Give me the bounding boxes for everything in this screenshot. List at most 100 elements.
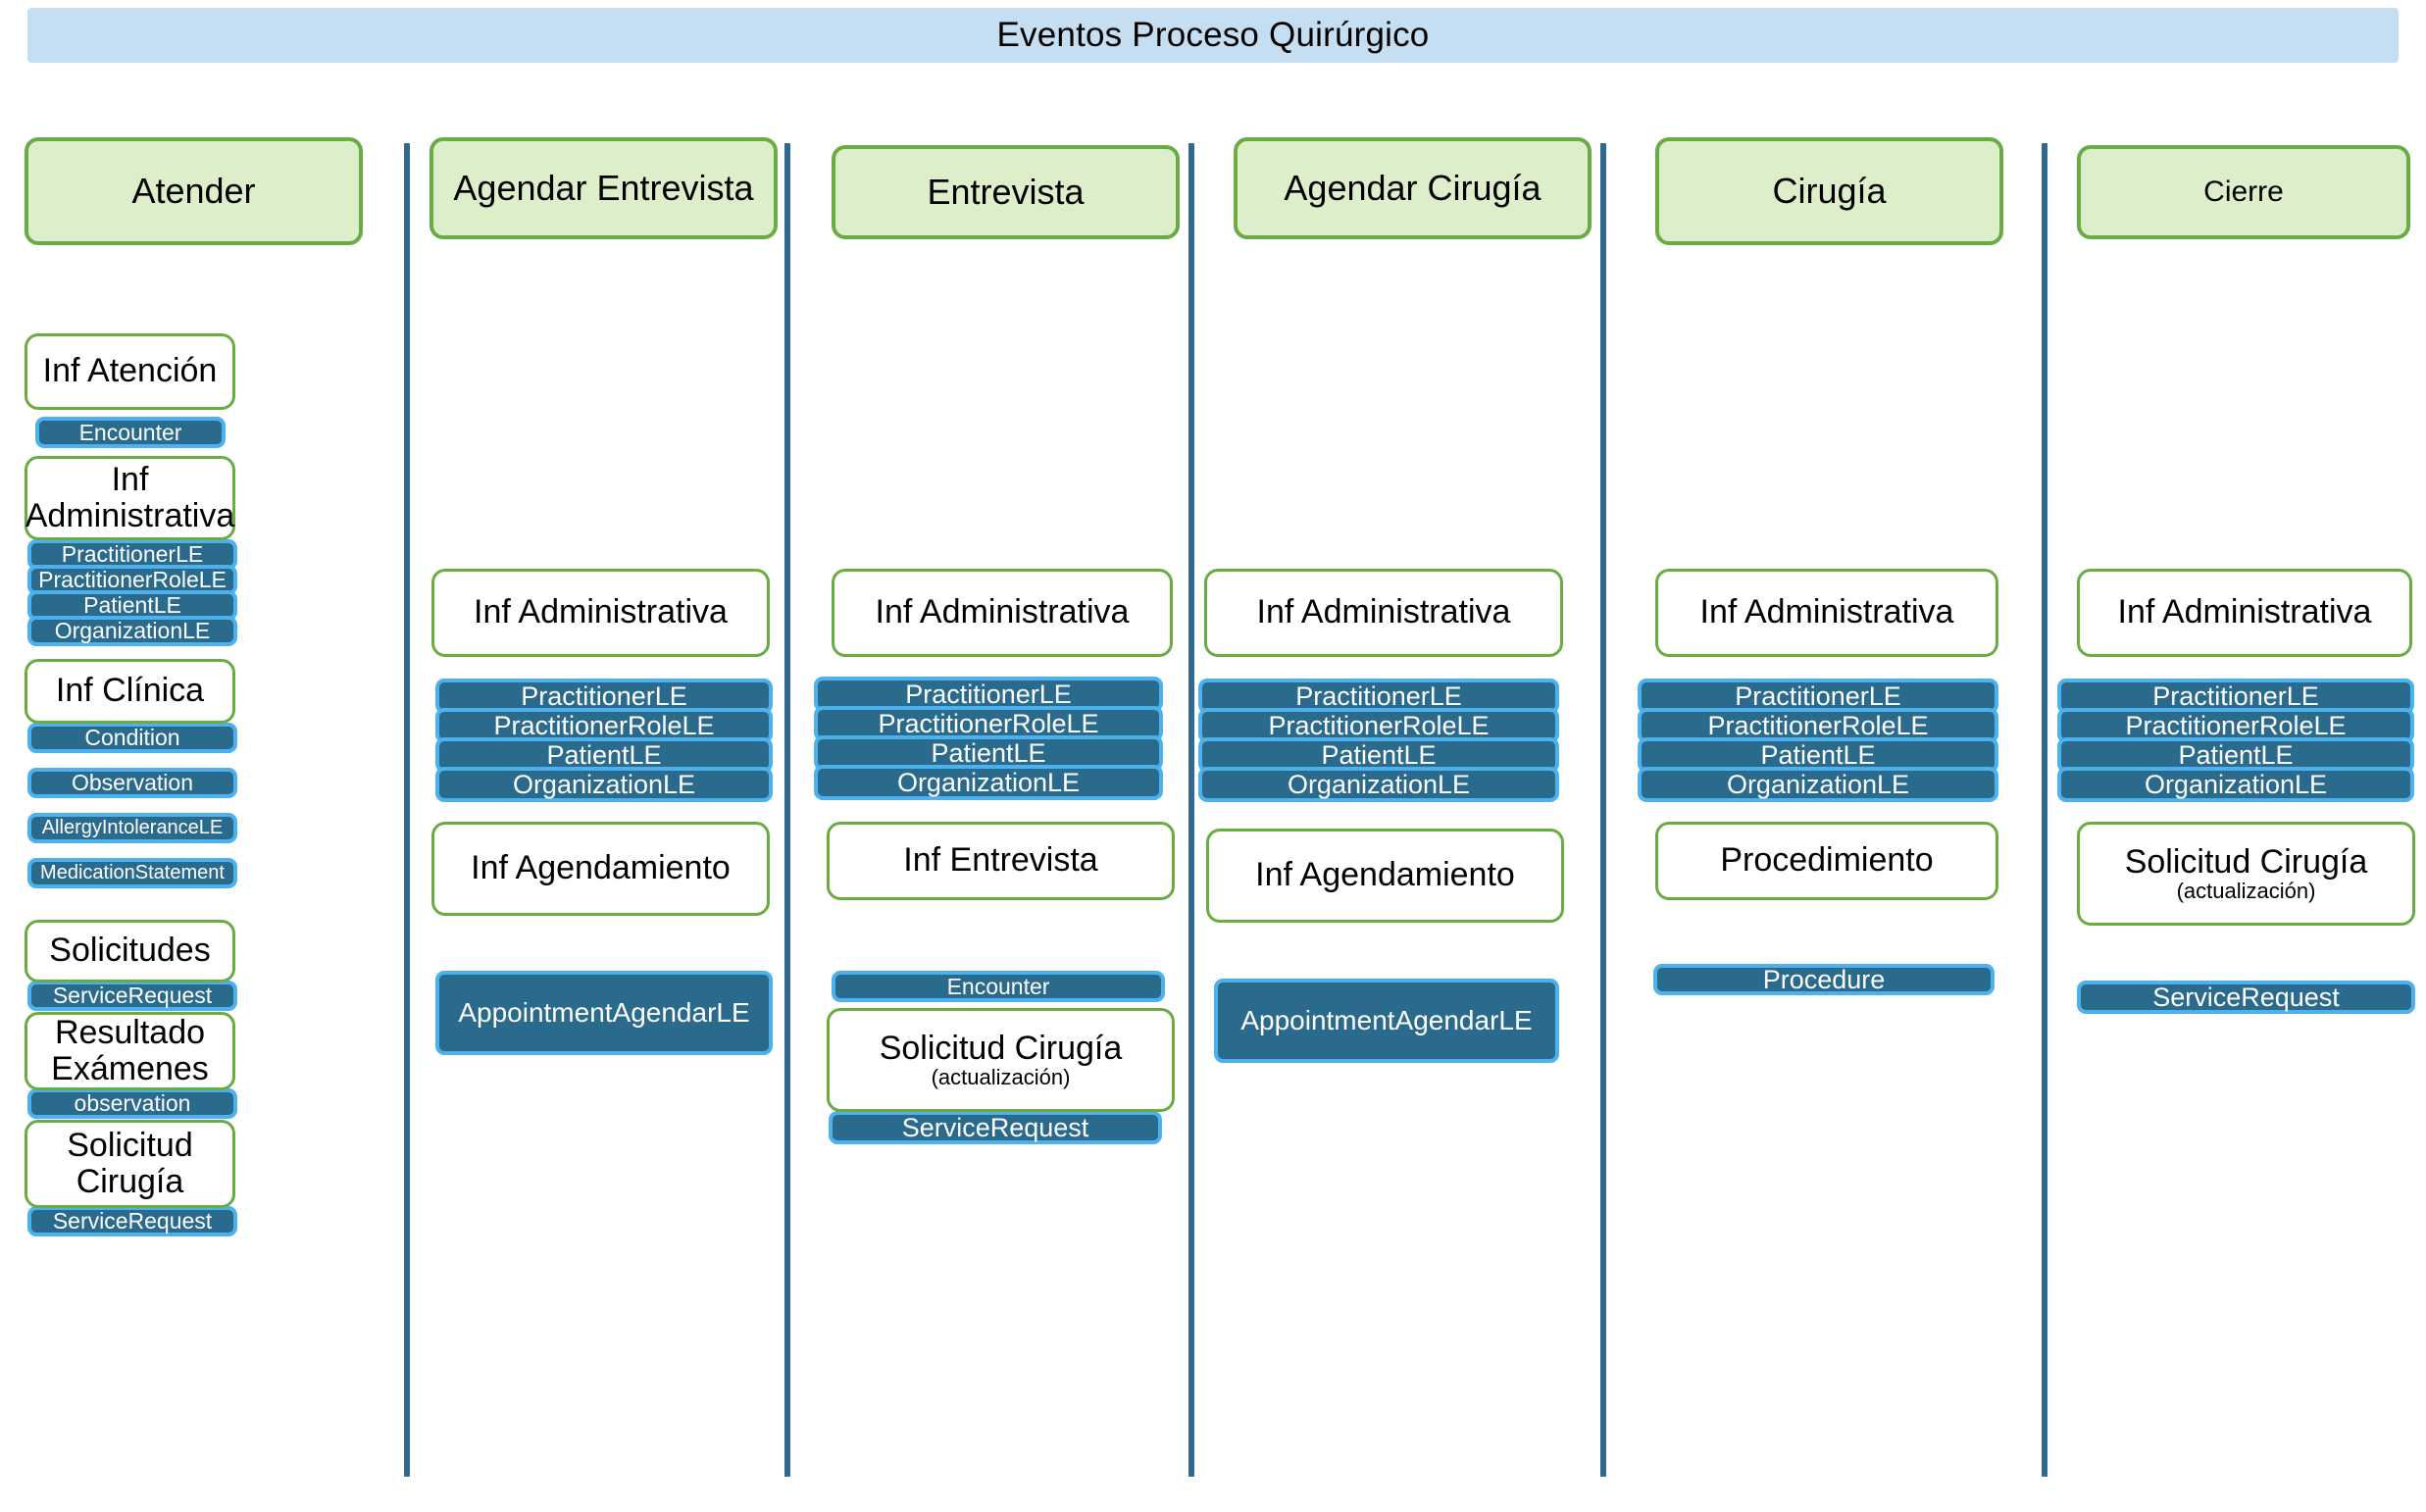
badge-observation-resultado[interactable]: observation — [27, 1088, 237, 1119]
badge-label: OrganizationLE — [2144, 769, 2328, 799]
badge-servicerequest-entrevista[interactable]: ServiceRequest — [829, 1111, 1162, 1144]
entity-title: Inf Administrativa — [1699, 593, 1954, 631]
lane-header-label: Agendar Cirugía — [1284, 167, 1542, 208]
badge-label: PatientLE — [931, 737, 1046, 768]
entity-solicitud-cirugia-entrevista[interactable]: Solicitud Cirugía (actualización) — [827, 1008, 1175, 1112]
lane-header-agendar-cirugia[interactable]: Agendar Cirugía — [1234, 137, 1592, 239]
badge-label: Procedure — [1762, 964, 1886, 994]
entity-solicitudes[interactable]: Solicitudes — [25, 920, 235, 983]
badge-organizationle[interactable]: OrganizationLE — [2057, 767, 2414, 802]
badge-label: ServiceRequest — [52, 1208, 213, 1235]
lane-separator-1 — [404, 143, 410, 1477]
entity-inf-atencion[interactable]: Inf Atención — [25, 333, 235, 410]
badge-label: OrganizationLE — [1726, 769, 1910, 799]
entity-inf-clinica[interactable]: Inf Clínica — [25, 659, 235, 724]
badge-servicerequest-solicitud-cirugia[interactable]: ServiceRequest — [27, 1206, 237, 1236]
badge-label: PractitionerRoleLE — [1707, 710, 1929, 740]
entity-solicitud-cirugia-atender[interactable]: Solicitud Cirugía — [25, 1120, 235, 1208]
badge-label: PractitionerLE — [905, 679, 1072, 709]
entity-title: Inf Clínica — [55, 672, 205, 710]
entity-inf-agendamiento-entrevista[interactable]: Inf Agendamiento — [431, 822, 770, 916]
entity-title: Resultado Exámenes — [51, 1013, 209, 1087]
badge-practitionerle[interactable]: PractitionerLE — [27, 539, 237, 570]
entity-title: Solicitud Cirugía — [67, 1126, 193, 1200]
badge-organizationle[interactable]: OrganizationLE — [1638, 767, 1998, 802]
entity-resultado-examenes[interactable]: Resultado Exámenes — [25, 1012, 235, 1090]
badge-observation[interactable]: Observation — [27, 768, 237, 798]
badge-label: ServiceRequest — [52, 983, 213, 1009]
entity-solicitud-cirugia-cierre[interactable]: Solicitud Cirugía (actualización) — [2077, 822, 2415, 926]
badge-label: PractitionerLE — [1295, 680, 1462, 711]
lane-header-label: Cirugía — [1772, 170, 1887, 211]
badge-label: PatientLE — [1321, 739, 1437, 770]
badge-label: PractitionerRoleLE — [2125, 710, 2347, 740]
badge-label: AppointmentAgendarLE — [458, 997, 750, 1029]
badge-label: OrganizationLE — [1287, 769, 1471, 799]
entity-title: Inf Administrativa — [25, 460, 235, 534]
entity-inf-entrevista[interactable]: Inf Entrevista — [827, 822, 1175, 900]
lane-header-label: Atender — [131, 170, 256, 211]
badge-encounter[interactable]: Encounter — [35, 417, 226, 448]
badge-organizationle[interactable]: OrganizationLE — [435, 767, 773, 802]
entity-title: Inf Administrativa — [1256, 593, 1511, 631]
lane-header-cierre[interactable]: Cierre — [2077, 145, 2410, 239]
badge-label: Condition — [84, 725, 180, 751]
badge-servicerequest-solicitudes[interactable]: ServiceRequest — [27, 981, 237, 1011]
badge-appointmentagendarle[interactable]: AppointmentAgendarLE — [1214, 979, 1559, 1063]
entity-title: Inf Agendamiento — [471, 849, 731, 887]
badge-organizationle[interactable]: OrganizationLE — [27, 616, 237, 646]
badge-allergyintolerancele[interactable]: AllergyIntoleranceLE — [27, 813, 237, 843]
lane-header-label: Entrevista — [927, 171, 1085, 212]
badge-label: PractitionerLE — [2152, 680, 2319, 711]
badge-label: PatientLE — [2178, 739, 2294, 770]
entity-inf-administrativa-entrevista[interactable]: Inf Administrativa — [832, 569, 1173, 657]
badge-label: MedicationStatement — [40, 862, 225, 883]
badge-medicationstatement[interactable]: MedicationStatement — [27, 858, 237, 888]
entity-inf-administrativa-atender[interactable]: Inf Administrativa — [25, 456, 235, 540]
badge-label: ServiceRequest — [2152, 982, 2340, 1012]
entity-subtitle: (actualización) — [2176, 878, 2316, 903]
badge-patientle[interactable]: PatientLE — [27, 590, 237, 621]
badge-appointmentagendarle[interactable]: AppointmentAgendarLE — [435, 971, 773, 1055]
lane-header-cirugia[interactable]: Cirugía — [1655, 137, 2003, 245]
badge-servicerequest-cierre[interactable]: ServiceRequest — [2077, 981, 2415, 1014]
entity-inf-administrativa-agendar-cirugia[interactable]: Inf Administrativa — [1204, 569, 1563, 657]
badge-label: PractitionerLE — [61, 541, 204, 568]
badge-encounter-entrevista[interactable]: Encounter — [832, 971, 1165, 1002]
entity-inf-administrativa-cirugia[interactable]: Inf Administrativa — [1655, 569, 1998, 657]
entity-title: Inf Administrativa — [2117, 593, 2372, 631]
entity-title: Inf Administrativa — [474, 593, 728, 631]
badge-label: PatientLE — [546, 739, 662, 770]
badge-label: OrganizationLE — [54, 618, 211, 644]
badge-label: observation — [74, 1090, 191, 1117]
badge-label: PractitionerRoleLE — [38, 567, 227, 593]
lane-header-atender[interactable]: Atender — [25, 137, 363, 245]
entity-title: Inf Administrativa — [875, 593, 1130, 631]
entity-inf-agendamiento-cirugia[interactable]: Inf Agendamiento — [1206, 829, 1564, 923]
badge-label: PractitionerLE — [521, 680, 687, 711]
badge-label: Encounter — [78, 419, 182, 445]
badge-label: OrganizationLE — [512, 769, 696, 799]
badge-label: ServiceRequest — [901, 1112, 1089, 1142]
badge-label: PractitionerRoleLE — [878, 708, 1099, 738]
entity-inf-administrativa-cierre[interactable]: Inf Administrativa — [2077, 569, 2412, 657]
lane-separator-2 — [784, 143, 790, 1477]
entity-subtitle: (actualización) — [931, 1064, 1071, 1089]
badge-condition[interactable]: Condition — [27, 723, 237, 753]
badge-label: PractitionerLE — [1735, 680, 1901, 711]
diagram-title-banner: Eventos Proceso Quirúrgico — [27, 8, 2399, 63]
lane-header-label: Cierre — [2203, 176, 2284, 209]
lane-header-entrevista[interactable]: Entrevista — [832, 145, 1180, 239]
entity-title: Inf Atención — [42, 352, 218, 390]
badge-organizationle[interactable]: OrganizationLE — [1198, 767, 1559, 802]
badge-label: PractitionerRoleLE — [493, 710, 715, 740]
badge-label: PractitionerRoleLE — [1268, 710, 1490, 740]
badge-organizationle[interactable]: OrganizationLE — [814, 765, 1163, 800]
entity-procedimiento[interactable]: Procedimiento — [1655, 822, 1998, 900]
entity-title: Inf Agendamiento — [1255, 856, 1515, 894]
entity-inf-administrativa-agendar-entrevista[interactable]: Inf Administrativa — [431, 569, 770, 657]
badge-label: PatientLE — [83, 592, 181, 619]
lane-header-agendar-entrevista[interactable]: Agendar Entrevista — [430, 137, 778, 239]
badge-procedure[interactable]: Procedure — [1653, 964, 1995, 995]
